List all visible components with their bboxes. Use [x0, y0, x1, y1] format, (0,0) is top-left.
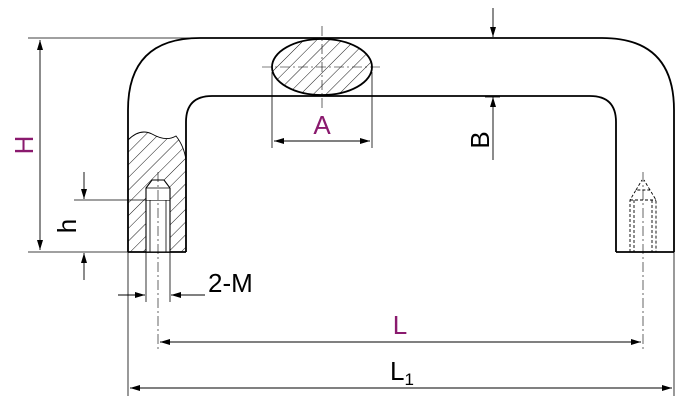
label-l: L: [393, 310, 407, 340]
handle-inner-contour: [185, 95, 617, 252]
label-h-lower: h: [52, 219, 82, 233]
label-a: A: [313, 110, 331, 140]
label-h-upper: H: [9, 136, 39, 155]
label-l1-subscript: 1: [404, 370, 413, 389]
section-break-line: [127, 131, 187, 161]
label-l1-main: L: [390, 356, 404, 386]
handle-outer-contour: [127, 37, 675, 252]
label-l1: L1: [390, 356, 414, 389]
label-2-m: 2-M: [208, 268, 253, 298]
label-b: B: [465, 131, 495, 148]
